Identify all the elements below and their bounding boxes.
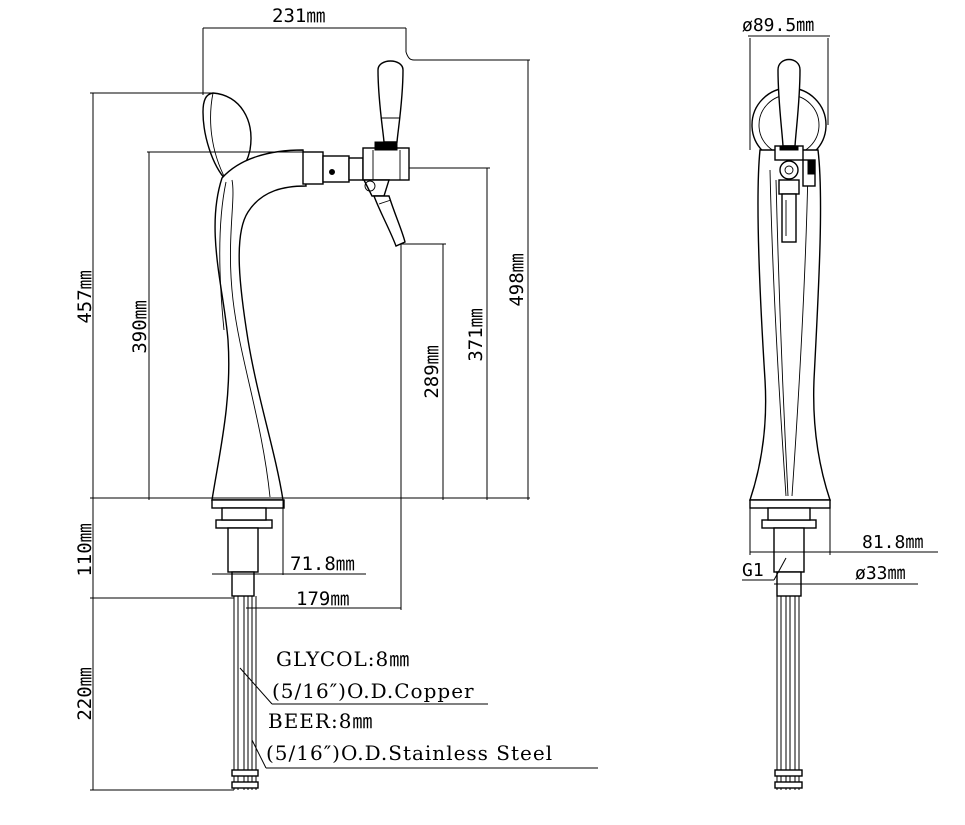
dim-label-457: 457㎜: [74, 270, 96, 323]
dim-label-289: 289㎜: [421, 345, 443, 398]
dim-220: 220㎜: [74, 598, 234, 791]
shank-assembly: [211, 499, 285, 597]
tower-body: [211, 149, 307, 501]
dim-label-390: 390㎜: [129, 300, 151, 353]
tap-handle: [377, 60, 404, 143]
dim-231: 231㎜: [202, 5, 407, 95]
note-glycol-2: (5/16″)O.D.Copper: [272, 679, 475, 703]
dim-label-89-5: ø89.5㎜: [742, 15, 814, 36]
dim-371: 371㎜: [409, 167, 490, 500]
note-beer-2: (5/16″)O.D.Stainless Steel: [266, 741, 553, 765]
dim-g1: G1: [742, 557, 787, 581]
dim-498: 498㎜: [405, 51, 530, 500]
dim-179: 179㎜: [246, 588, 401, 610]
dim-89-5: ø89.5㎜: [742, 15, 830, 150]
side-shank-assembly: [749, 499, 831, 597]
side-view: ø89.5㎜ 81.8㎜ G1 ø33㎜: [742, 15, 938, 790]
dim-289: 289㎜: [400, 243, 446, 610]
side-tap-handle: [777, 58, 801, 147]
dim-33: ø33㎜: [774, 563, 918, 585]
front-view: 231㎜ 498㎜ 371㎜ 289㎜ 390㎜: [74, 5, 598, 791]
dim-label-371: 371㎜: [465, 308, 487, 361]
dim-457: 457㎜: [74, 92, 213, 500]
tube-notes: GLYCOL:8㎜ (5/16″)O.D.Copper BEER:8㎜ (5/1…: [239, 647, 598, 769]
dim-81-8: 81.8㎜: [749, 500, 938, 555]
side-faucet: [774, 145, 816, 243]
dim-label-110: 110㎜: [74, 523, 96, 576]
faucet-connector: [302, 141, 410, 197]
dim-label-71-8: 71.8㎜: [290, 553, 355, 575]
dim-label-231: 231㎜: [272, 5, 325, 27]
note-glycol-1: GLYCOL:8㎜: [276, 647, 410, 671]
dim-label-220: 220㎜: [74, 667, 96, 720]
dim-label-81-8: 81.8㎜: [862, 532, 923, 553]
dim-390: 390㎜: [129, 151, 303, 500]
dim-71-8: 71.8㎜: [212, 500, 366, 575]
dim-label-498: 498㎜: [506, 253, 528, 306]
dim-110: 110㎜: [74, 500, 234, 599]
side-tubes: [774, 596, 803, 790]
dim-label-33: ø33㎜: [855, 563, 906, 584]
dim-label-g1: G1: [742, 560, 764, 581]
spout: [372, 195, 406, 247]
dim-label-179: 179㎜: [296, 588, 349, 610]
note-beer-1: BEER:8㎜: [268, 709, 373, 733]
tubes: [231, 596, 259, 790]
